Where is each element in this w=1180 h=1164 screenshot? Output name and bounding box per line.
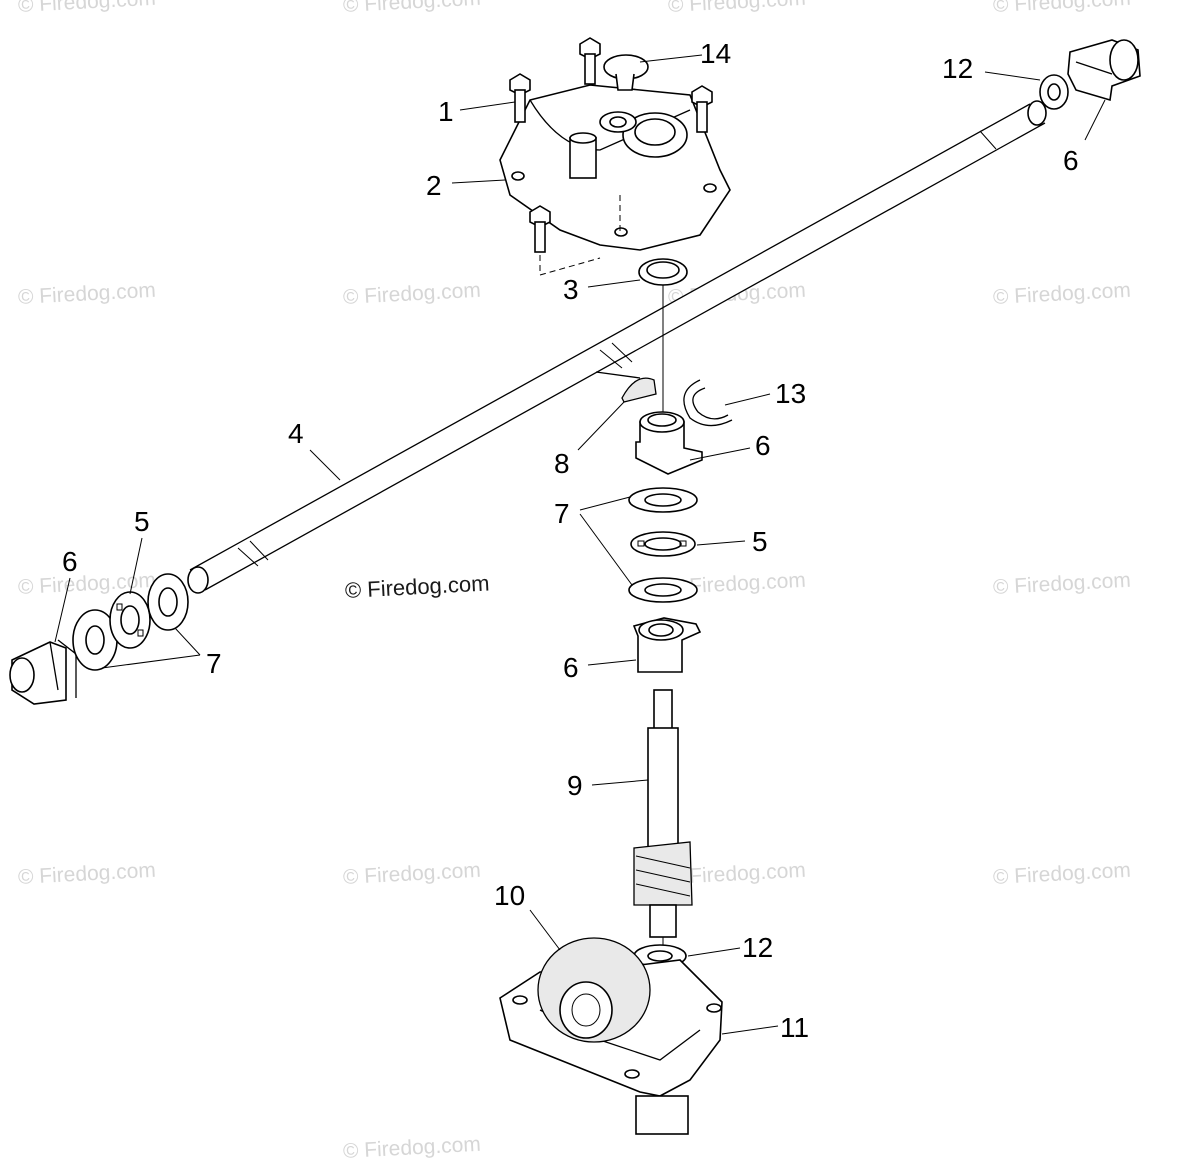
upper-housing-part-2 (499, 84, 731, 276)
bushing-top-right-part-6 (1067, 39, 1141, 102)
callout-5-right: 5 (752, 526, 768, 557)
callout-6-top-right: 6 (1063, 145, 1079, 176)
key-part-8 (621, 377, 657, 403)
washers-left (72, 573, 189, 671)
callout-1: 1 (438, 96, 454, 127)
clip-part-13 (683, 379, 733, 427)
bushing-mid-lower-part-6 (632, 617, 702, 673)
callout-6-left: 6 (62, 546, 78, 577)
washers-mid (628, 487, 698, 603)
leader-lines (54, 54, 1106, 1035)
callout-10: 10 (494, 880, 526, 911)
worm-shaft-part-9 (633, 689, 693, 938)
callout-6-mid-upper: 6 (755, 430, 771, 461)
callout-4: 4 (288, 418, 304, 449)
cap-part-14 (603, 54, 649, 91)
callout-12-top: 12 (942, 53, 974, 84)
callout-3: 3 (563, 274, 579, 305)
seal-part-3 (638, 258, 688, 286)
callout-12-bottom: 12 (742, 932, 774, 963)
gear-part-10 (537, 937, 651, 1043)
callout-13: 13 (775, 378, 807, 409)
callout-9: 9 (567, 770, 583, 801)
callout-8: 8 (554, 448, 570, 479)
bushing-left-part-6 (9, 639, 77, 705)
bolts-part-1 (509, 37, 713, 253)
washer-top-right-part-12 (1039, 74, 1069, 110)
callout-7-mid: 7 (554, 498, 570, 529)
callout-6-mid-lower: 6 (563, 652, 579, 683)
bushing-mid-upper-part-6 (635, 411, 703, 475)
callout-2: 2 (426, 170, 442, 201)
callout-14: 14 (700, 38, 732, 69)
callout-5-left: 5 (134, 506, 150, 537)
callout-7-left: 7 (206, 648, 222, 679)
callout-11: 11 (780, 1012, 810, 1043)
shaft-part-4 (187, 100, 1047, 594)
